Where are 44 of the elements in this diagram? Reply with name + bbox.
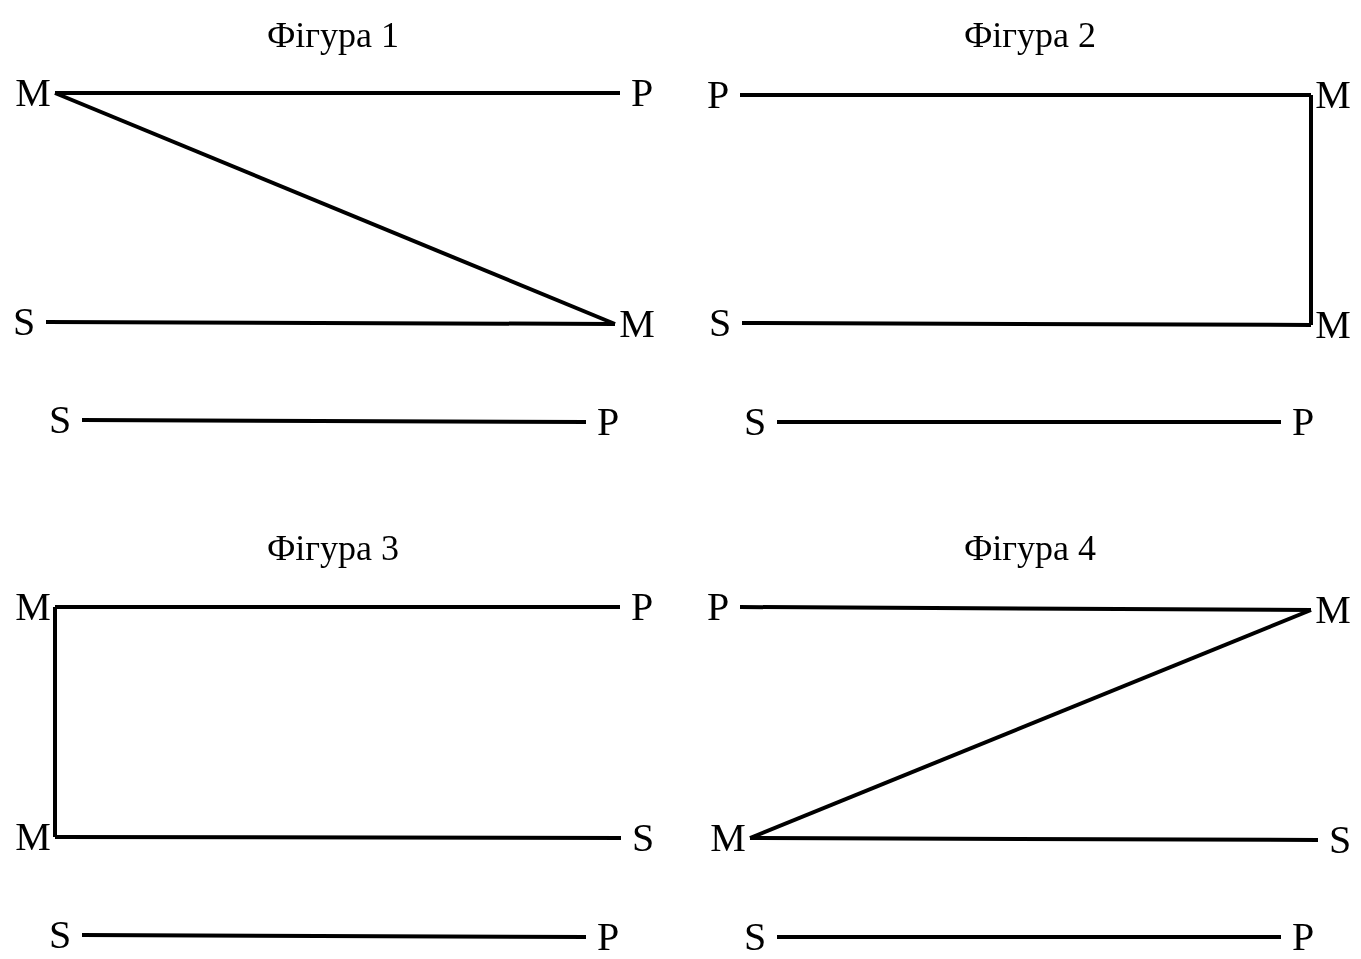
connector-line bbox=[740, 605, 1311, 612]
connector-line bbox=[46, 320, 615, 326]
term-letter: P bbox=[586, 401, 630, 443]
figure-title: Фігура 2 bbox=[963, 14, 1097, 56]
term-letter: M bbox=[1311, 589, 1355, 631]
figure-title: Фігура 4 bbox=[963, 527, 1097, 569]
term-letter: S bbox=[698, 302, 742, 344]
term-letter: M bbox=[1311, 74, 1355, 116]
connector-line bbox=[55, 835, 621, 840]
connector-line bbox=[777, 420, 1281, 424]
term-letter: S bbox=[733, 401, 777, 443]
term-letter: P bbox=[1281, 916, 1325, 958]
term-letter: M bbox=[11, 72, 55, 114]
figure-title: Фігура 1 bbox=[266, 14, 400, 56]
term-letter: P bbox=[696, 586, 740, 628]
term-letter: M bbox=[11, 816, 55, 858]
connector-line bbox=[1309, 95, 1313, 327]
connector-line bbox=[54, 91, 616, 326]
connector-line bbox=[82, 418, 586, 424]
connector-line bbox=[53, 607, 57, 839]
term-letter: S bbox=[38, 399, 82, 441]
term-letter: M bbox=[615, 303, 659, 345]
connector-line bbox=[742, 321, 1311, 327]
term-letter: P bbox=[1281, 401, 1325, 443]
term-letter: P bbox=[620, 72, 664, 114]
term-letter: M bbox=[706, 817, 750, 859]
term-letter: S bbox=[38, 914, 82, 956]
term-letter: S bbox=[1318, 819, 1361, 861]
term-letter: S bbox=[621, 817, 665, 859]
term-letter: M bbox=[1311, 304, 1355, 346]
term-letter: S bbox=[733, 916, 777, 958]
connector-line bbox=[55, 605, 620, 609]
connector-line bbox=[777, 935, 1281, 939]
connector-line bbox=[749, 608, 1312, 840]
term-letter: S bbox=[2, 301, 46, 343]
connector-line bbox=[82, 933, 586, 939]
term-letter: P bbox=[696, 74, 740, 116]
connector-line bbox=[55, 91, 620, 95]
term-letter: P bbox=[586, 916, 630, 958]
connector-line bbox=[750, 836, 1318, 842]
figure-title: Фігура 3 bbox=[266, 527, 400, 569]
term-letter: M bbox=[11, 586, 55, 628]
term-letter: P bbox=[620, 586, 664, 628]
connector-line bbox=[740, 93, 1311, 97]
